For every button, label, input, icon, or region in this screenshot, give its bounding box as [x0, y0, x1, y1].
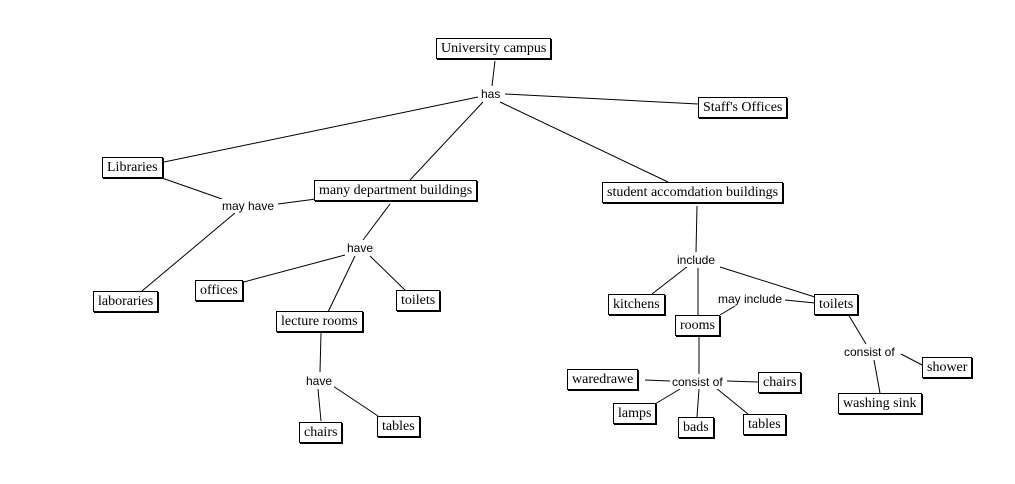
edge-consist-waredrawe	[644, 379, 671, 382]
concept-student-accommodation-buildings[interactable]: student accomdation buildings	[602, 182, 784, 203]
link-consist-of-rooms[interactable]: consist of	[670, 375, 725, 389]
concept-chairs-room[interactable]: chairs	[758, 372, 802, 393]
edge-have-tables	[332, 385, 379, 417]
concept-many-department-buildings[interactable]: many department buildings	[314, 180, 478, 201]
edge-have-lecture-rooms	[327, 255, 356, 313]
edge-has-student-buildings	[499, 101, 669, 183]
link-may-have[interactable]: may have	[220, 199, 277, 213]
concept-lecture-rooms[interactable]: lecture rooms	[276, 311, 363, 332]
link-include[interactable]: include	[675, 253, 718, 267]
link-consist-of-toilets[interactable]: consist of	[842, 345, 897, 359]
concept-university-campus[interactable]: University campus	[436, 38, 552, 59]
edge-dept-may-have	[277, 198, 317, 205]
concept-toilets-dept[interactable]: toilets	[396, 290, 441, 311]
concept-toilets-student[interactable]: toilets	[814, 294, 859, 315]
concept-kitchens[interactable]: kitchens	[608, 294, 665, 315]
edge-consist-chairs	[726, 380, 759, 383]
edge-has-dept-buildings	[409, 101, 484, 181]
edge-libraries-may-have	[161, 177, 223, 200]
edge-rooms-may-include	[719, 305, 736, 316]
concept-laboraries[interactable]: laboraries	[93, 291, 159, 312]
concept-lamps[interactable]: lamps	[613, 403, 657, 424]
edge-consist-bads	[696, 388, 700, 418]
edge-have-offices	[239, 254, 346, 284]
edge-student-include	[695, 205, 698, 253]
concept-tables-lecture[interactable]: tables	[377, 416, 420, 437]
edge-dept-have	[362, 203, 391, 241]
edge-may-include-toilets	[784, 299, 816, 304]
edge-toilets-consist	[847, 313, 867, 345]
concept-libraries[interactable]: Libraries	[102, 157, 163, 178]
edge-have-chairs	[317, 388, 322, 422]
edge-include-kitchens	[651, 265, 689, 295]
concept-chairs-lecture[interactable]: chairs	[299, 422, 343, 443]
edge-lecture-have	[319, 332, 322, 373]
concept-washing-sink[interactable]: washing sink	[838, 393, 922, 414]
concept-offices[interactable]: offices	[195, 280, 243, 301]
edge-consist-tables	[715, 387, 749, 415]
concept-waredrawe[interactable]: waredrawe	[567, 369, 639, 390]
edge-campus-has	[491, 60, 496, 87]
link-may-include[interactable]: may include	[716, 292, 785, 306]
concept-shower[interactable]: shower	[922, 357, 973, 378]
concept-staff-offices[interactable]: Staff's Offices	[698, 97, 788, 118]
concept-rooms[interactable]: rooms	[675, 315, 720, 336]
edge-consist-lamps	[654, 388, 681, 405]
link-have-lecture[interactable]: have	[304, 374, 335, 388]
edge-include-toilets	[719, 266, 819, 299]
concept-bads[interactable]: bads	[678, 417, 714, 438]
link-have-dept[interactable]: have	[345, 241, 376, 255]
edge-has-libraries	[163, 96, 479, 163]
edge-may-have-laboraries	[141, 212, 236, 292]
edge-has-staff-offices	[504, 93, 699, 105]
edge-consist-shower	[900, 353, 925, 367]
concept-tables-room[interactable]: tables	[743, 414, 786, 435]
edge-consist-washing-sink	[873, 359, 881, 394]
link-has[interactable]: has	[479, 87, 503, 101]
edge-have-toilets	[369, 255, 408, 293]
